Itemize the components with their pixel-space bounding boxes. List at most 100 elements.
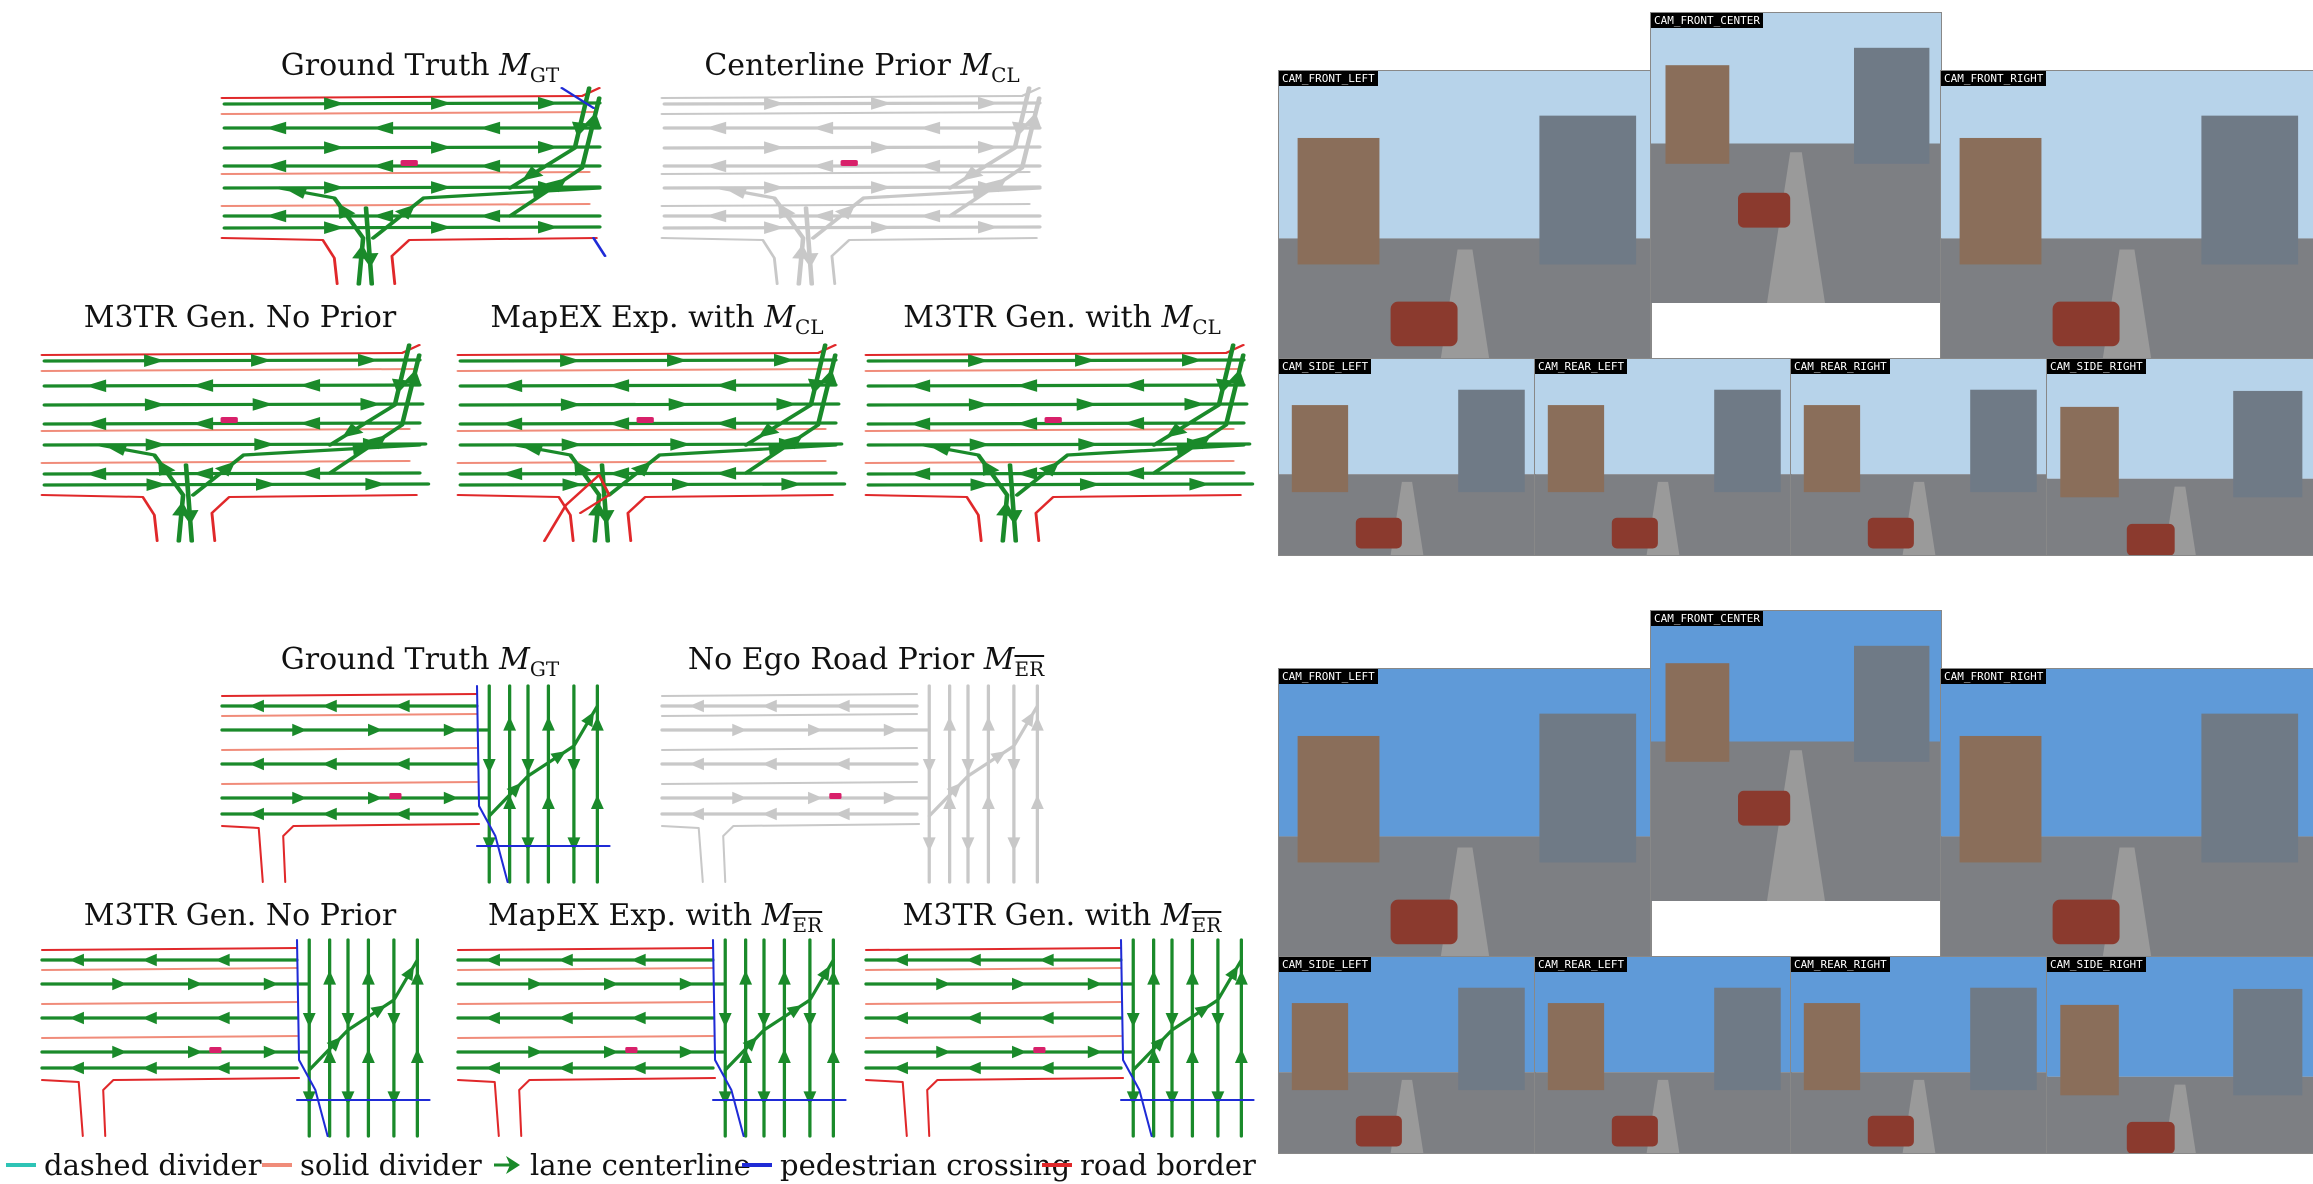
camera-image (1279, 359, 1535, 555)
lane-centerline (487, 704, 599, 818)
ego-car-icon (840, 160, 858, 166)
lane-centerline-arrow (1215, 378, 1234, 394)
lane-centerline-arrow (521, 759, 535, 774)
lane-centerline-arrow (537, 140, 559, 154)
lane-centerline-arrow (1211, 1013, 1225, 1028)
lane-centerline-arrow (249, 757, 264, 771)
lane-centerline-arrow (214, 953, 230, 967)
lane-centerline-arrow (265, 121, 287, 135)
lane-centerline-arrow (567, 837, 581, 852)
solid-divider (660, 203, 1031, 207)
title-top-ground-truth: Ground Truth MGT (280, 48, 560, 87)
road-border (660, 825, 704, 883)
lane-centerline-arrow (142, 1011, 157, 1025)
lane-centerline (42, 383, 422, 388)
lane-centerline-arrow (893, 1061, 908, 1075)
lane-centerline-arrow (946, 782, 962, 798)
lane-centerline-arrow (341, 1091, 355, 1106)
lane-centerline (927, 704, 1039, 818)
lane-centerline-arrow (966, 953, 981, 967)
lane-centerline-arrow (679, 977, 695, 991)
lane-centerline-arrow (762, 757, 777, 771)
lane-centerline-arrow (387, 1013, 401, 1028)
lane-centerline-arrow (961, 759, 975, 774)
lane-centerline-arrow (689, 757, 704, 771)
lane-centerline (717, 186, 806, 286)
lane-centerline-arrow (670, 438, 692, 451)
lane-centerline-arrow (292, 791, 307, 805)
lane-centerline-arrow (871, 97, 892, 110)
lane-centerline-arrow (324, 97, 345, 111)
camera-image (2047, 359, 2313, 555)
camera-image (1791, 957, 2047, 1153)
lane-centerline-arrow (324, 221, 345, 235)
road-border (816, 344, 837, 354)
title-top-centerline-prior: Centerline Prior MCL (704, 48, 1020, 87)
lane-centerline-arrow (326, 1036, 342, 1052)
lane-centerline-arrow (302, 1013, 316, 1028)
road-border (400, 344, 421, 354)
lane-centerline-arrow (969, 438, 991, 452)
road-border (282, 823, 481, 883)
lane-centerline-arrow (263, 1045, 279, 1059)
lane-centerline-arrow (764, 221, 785, 235)
lane-centerline-arrow (883, 791, 899, 805)
lane-centerline-arrow (883, 723, 899, 737)
lane-centerline-arrow (532, 185, 554, 199)
lane-centerline-arrow (112, 1045, 127, 1059)
lane-centerline-arrow (630, 953, 646, 967)
lane-centerline-arrow (705, 121, 727, 135)
camera-image (1651, 13, 1941, 303)
map-bottom-m3tr-no-prior (40, 938, 431, 1138)
lane-centerline-arrow (142, 1061, 157, 1075)
lane-centerline-arrow (85, 467, 107, 481)
lane-centerline-arrow (1189, 477, 1211, 491)
lane-centerline-arrow (105, 443, 128, 456)
lane-centerline-arrow (1126, 1091, 1140, 1106)
lane-centerline-arrow (431, 141, 452, 154)
camera-view-cam-front-right: CAM_FRONT_RIGHT (1940, 70, 2313, 360)
road-border (220, 237, 339, 285)
road-border (456, 352, 820, 356)
lane-centerline-arrow (1185, 970, 1199, 985)
lane-centerline-arrow (977, 96, 999, 110)
lane-centerline-arrow (1147, 1048, 1161, 1063)
solid-divider (220, 747, 479, 751)
lane-centerline-arrow (372, 121, 394, 135)
road-border (102, 1077, 301, 1137)
lane-centerline (866, 402, 1249, 407)
title-top-m3tr-no-prior: M3TR Gen. No Prior (83, 300, 397, 335)
lane-centerline-arrow (352, 442, 374, 456)
lane-centerline-arrow (214, 1061, 230, 1075)
map-bottom-ground-truth (220, 684, 611, 884)
road-border (722, 823, 921, 883)
lane-centerline-arrow (410, 970, 424, 985)
camera-label: CAM_REAR_RIGHT (1791, 957, 1890, 972)
lane-centerline-arrow (482, 759, 496, 774)
lane-centerline-arrow (679, 1045, 695, 1059)
lane-centerline-arrow (968, 354, 989, 368)
ego-car-icon (625, 1047, 638, 1053)
lane-centerline-arrow (1011, 121, 1030, 137)
camera-image (1279, 71, 1651, 359)
lane-centerline-arrow (541, 716, 555, 731)
lane-centerline-arrow (871, 181, 892, 194)
lane-centerline (921, 443, 1010, 543)
solid-divider-swatch (262, 1163, 292, 1167)
lane-centerline-arrow (506, 782, 522, 798)
camera-view-cam-side-left: CAM_SIDE_LEFT (1278, 956, 1536, 1154)
camera-image (1535, 957, 1791, 1153)
lane-centerline (458, 358, 838, 363)
lane-centerline-arrow (1165, 1013, 1179, 1028)
lane-centerline-arrow (485, 1061, 500, 1075)
camera-image (1941, 669, 2313, 957)
lane-centerline-arrow (1007, 837, 1021, 852)
camera-image (1651, 611, 1941, 901)
lane-centerline-arrow (725, 186, 748, 199)
solid-divider (220, 111, 598, 115)
lane-centerline-arrow (285, 186, 308, 199)
lane-centerline-arrow (1234, 970, 1248, 985)
camera-view-cam-front-center: CAM_FRONT_CENTER (1650, 12, 1942, 406)
lane-centerline-arrow (786, 1005, 803, 1019)
lane-centerline-arrow (324, 181, 345, 195)
